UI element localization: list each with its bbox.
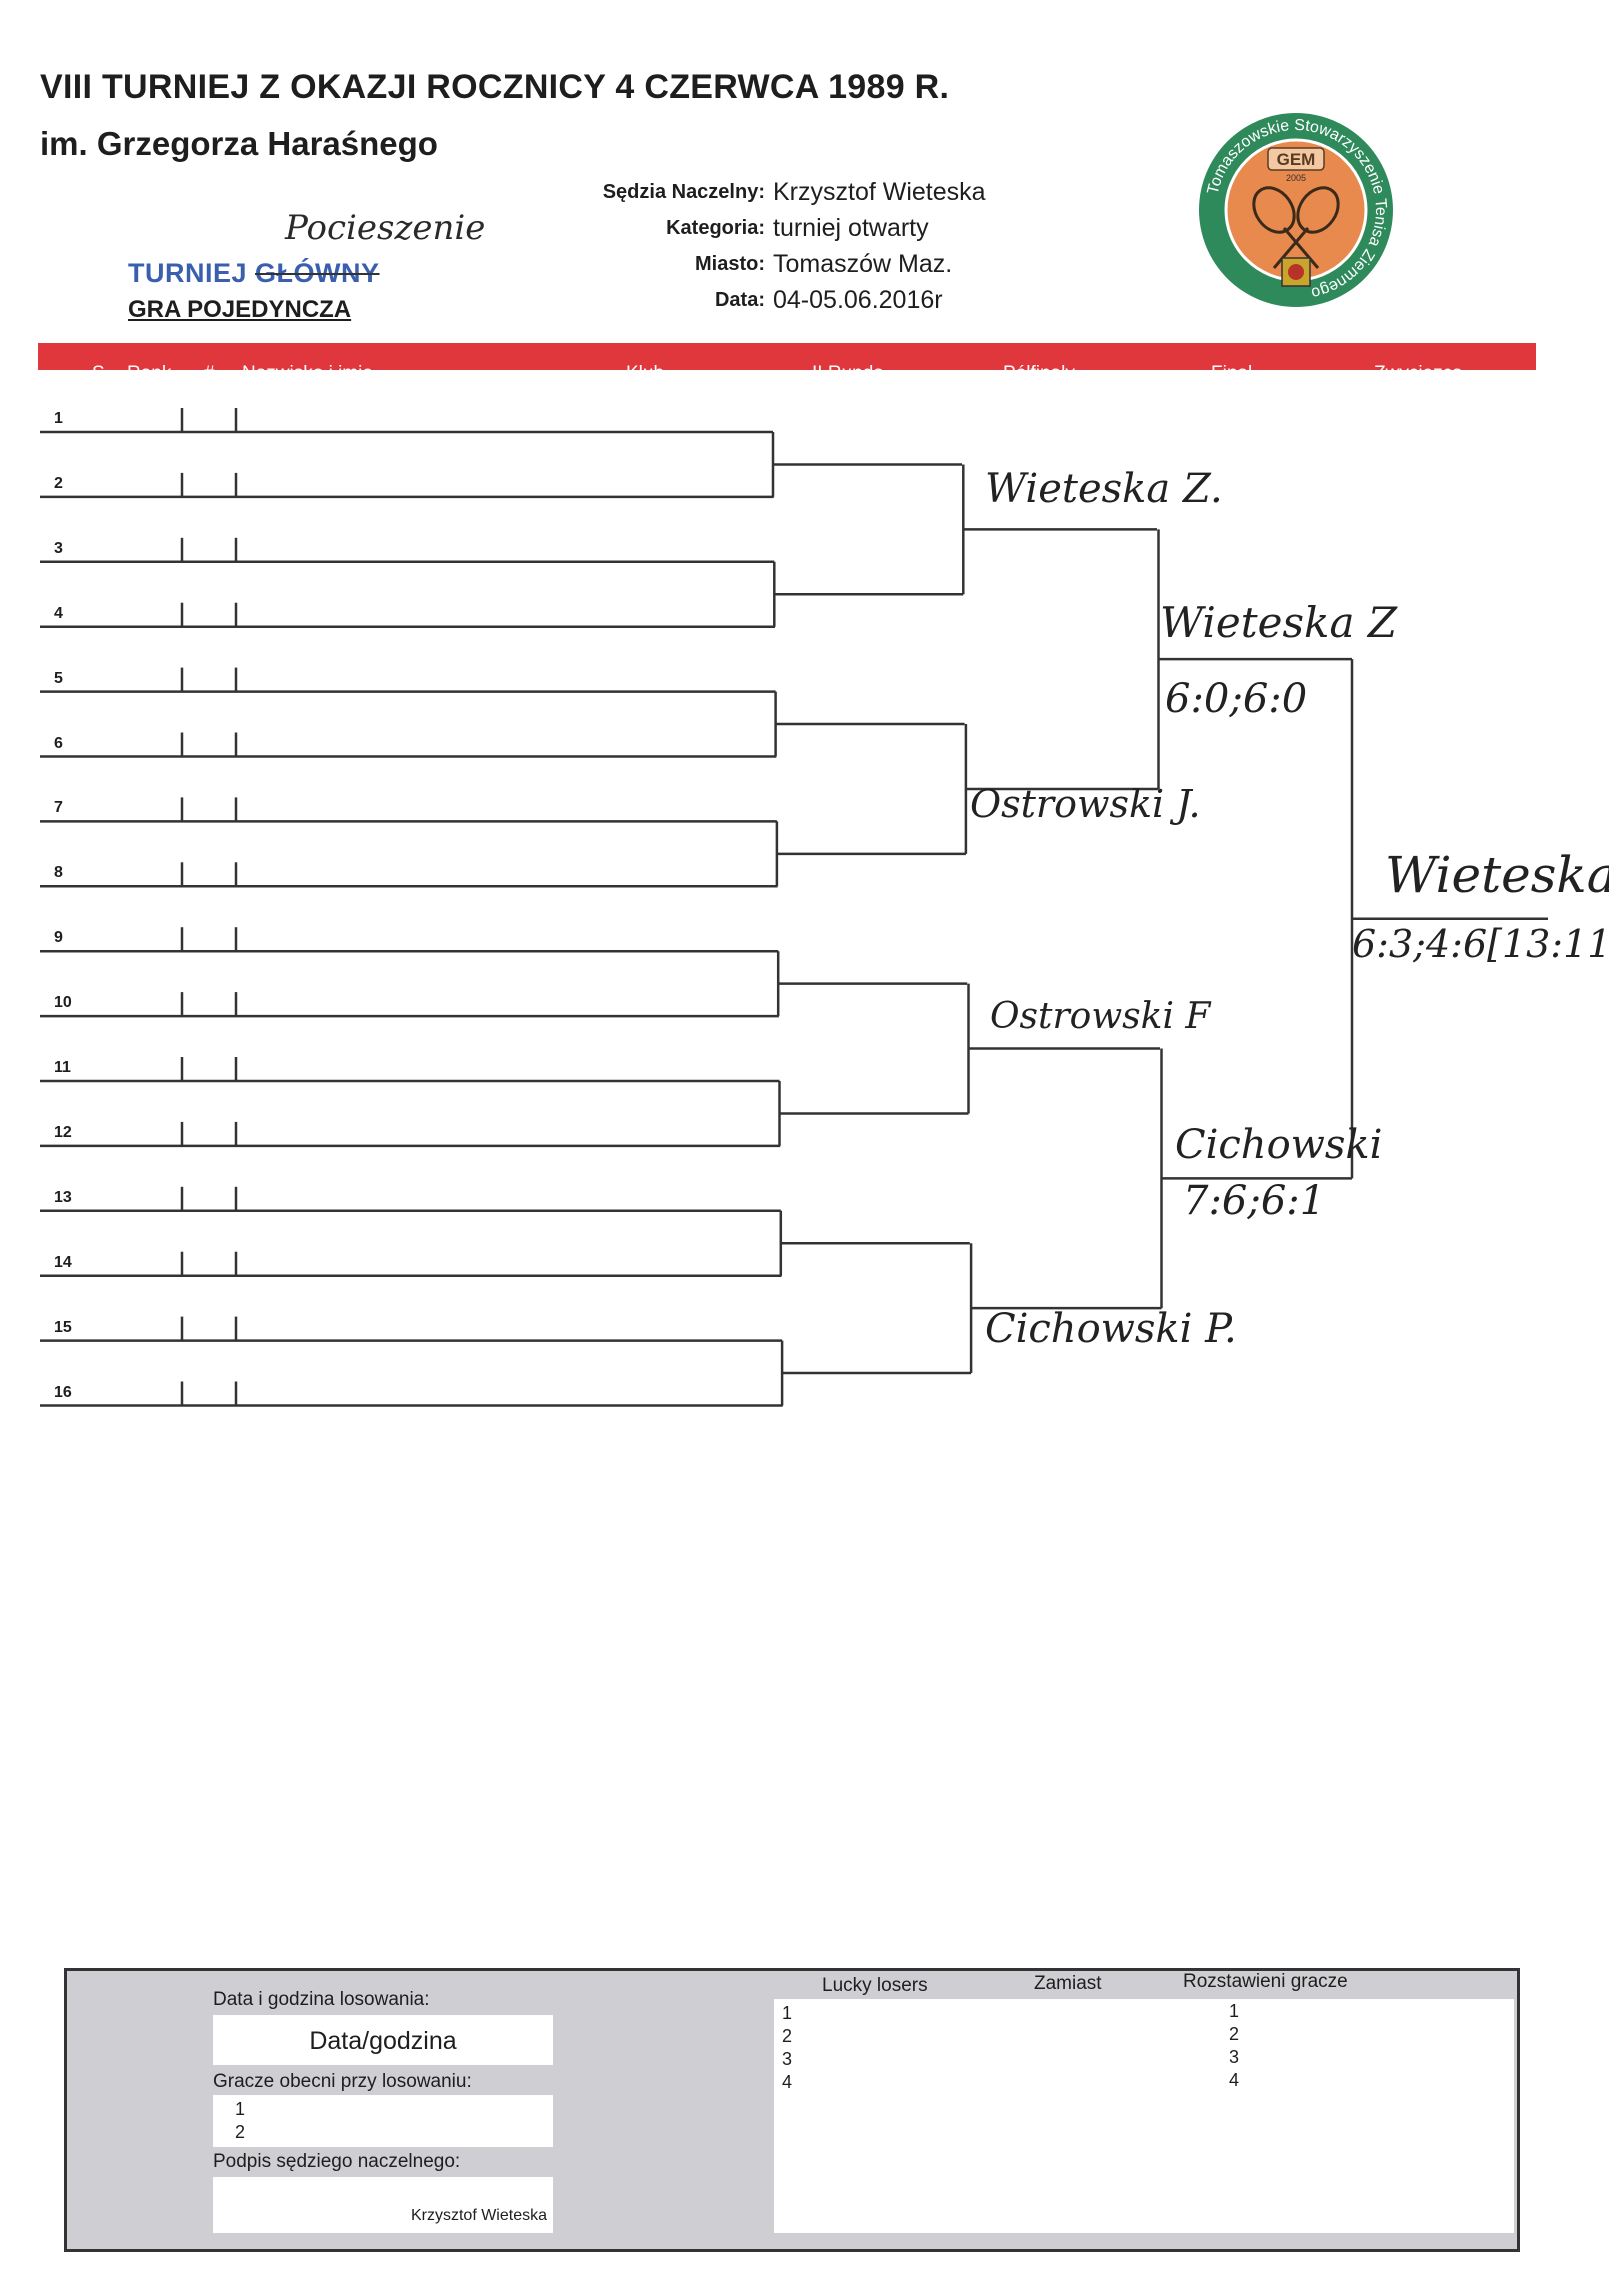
players-present-box[interactable]: 1 2 xyxy=(213,2095,553,2147)
col-round2: II Runda xyxy=(812,363,884,384)
info-label: Miasto: xyxy=(695,253,765,275)
club-logo: Tomaszowskie Stowarzyszenie Tenisa Ziemn… xyxy=(1199,113,1393,307)
draw-time-label: Data i godzina losowania: xyxy=(213,1989,430,2010)
col-s: S xyxy=(92,363,105,384)
row-number: 16 xyxy=(54,1383,72,1401)
logo-year: 2005 xyxy=(1286,173,1306,183)
info-label: Kategoria: xyxy=(666,217,765,239)
col-semis: Półfinały xyxy=(1003,363,1075,384)
row-number: 3 xyxy=(54,539,63,557)
col-final: Finał xyxy=(1211,363,1253,384)
row-number: 13 xyxy=(54,1188,72,1206)
round2-winner-1: Wieteska Z. xyxy=(985,466,1223,512)
draw-time-value: Data/godzina xyxy=(309,2027,457,2055)
tournament-subtitle: im. Grzegorza Haraśnego xyxy=(40,125,438,162)
row-number: 11 xyxy=(54,1059,71,1076)
lucky-loser-4: 4 xyxy=(782,2072,793,2092)
col-winner: Zwycięzca xyxy=(1374,363,1463,384)
lucky-losers-box[interactable]: 1 2 3 4 1 2 3 4 xyxy=(774,1999,1514,2233)
col-hash: # xyxy=(204,363,215,384)
row-number: 8 xyxy=(54,864,63,882)
handwritten-note: Pocieszenie xyxy=(285,208,486,248)
row-number: 5 xyxy=(54,669,63,687)
row-number: 15 xyxy=(54,1318,72,1336)
player-present-1: 1 xyxy=(235,2099,246,2119)
info-value: turniej otwarty xyxy=(773,214,929,242)
draw-name: TURNIEJ GŁÓWNY xyxy=(128,258,380,289)
col-club: Klub xyxy=(626,363,665,384)
col-name: Nazwisko i imię xyxy=(242,363,373,384)
info-referee: Sędzia Naczelny: Krzysztof Wieteska xyxy=(500,178,1060,207)
row-number: 4 xyxy=(54,604,63,622)
round2-winner-2: Ostrowski J. xyxy=(970,782,1201,826)
row-number: 10 xyxy=(54,994,72,1012)
row-number: 1 xyxy=(54,410,63,427)
semi-winner-1: Wieteska Z xyxy=(1160,598,1398,647)
tournament-title: VIII TURNIEJ Z OKAZJI ROCZNICY 4 CZERWCA… xyxy=(40,68,950,106)
final-score: 6:3;4:6[13:11] xyxy=(1352,922,1609,966)
seeded-player-4: 4 xyxy=(1229,2070,1240,2090)
row-number: 6 xyxy=(54,734,63,752)
info-value: Krzysztof Wieteska xyxy=(773,178,986,206)
info-value: Tomaszów Maz. xyxy=(773,250,953,278)
row-number: 14 xyxy=(54,1253,72,1271)
lucky-loser-3: 3 xyxy=(782,2049,793,2069)
row-number: 2 xyxy=(54,474,63,492)
info-value: 04-05.06.2016r xyxy=(773,286,943,314)
player-present-2: 2 xyxy=(235,2122,246,2142)
draw-name-crossed: GŁÓWNY xyxy=(255,258,380,288)
semi-winner-2: Cichowski xyxy=(1175,1122,1383,1168)
info-category: Kategoria: turniej otwarty xyxy=(500,214,1060,243)
row-number: 9 xyxy=(54,929,63,947)
draw-name-main: TURNIEJ xyxy=(128,258,248,288)
lucky-loser-2: 2 xyxy=(782,2026,793,2046)
semi-score-2: 7:6;6:1 xyxy=(1183,1178,1326,1224)
tournament-winner: Wieteska xyxy=(1385,846,1609,904)
info-label: Sędzia Naczelny: xyxy=(602,181,765,203)
semi-score-1: 6:0;6:0 xyxy=(1165,676,1308,722)
signature-value: Krzysztof Wieteska xyxy=(410,2207,547,2224)
info-label: Data: xyxy=(714,289,765,311)
seeded-player-1: 1 xyxy=(1229,2001,1240,2021)
logo-abbr: GEM xyxy=(1277,150,1316,169)
row-number: 12 xyxy=(54,1123,72,1141)
signature-label: Podpis sędziego naczelnego: xyxy=(213,2151,461,2172)
info-city: Miasto: Tomaszów Maz. xyxy=(500,250,1060,279)
info-date: Data: 04-05.06.2016r xyxy=(500,286,1060,315)
seeded-label: Rozstawieni gracze xyxy=(1183,1971,1348,1992)
seeded-player-2: 2 xyxy=(1229,2024,1240,2044)
column-header-bar xyxy=(38,343,1536,370)
lucky-loser-1: 1 xyxy=(782,2003,793,2023)
players-present-label: Gracze obecni przy losowaniu: xyxy=(213,2071,472,2092)
crossed-rackets-icon xyxy=(1252,186,1340,269)
draw-type: GRA POJEDYNCZA xyxy=(128,296,352,323)
round2-winner-4: Cichowski P. xyxy=(985,1306,1237,1352)
draw-info-panel: Data i godzina losowania: Data/godzina G… xyxy=(64,1968,1520,2252)
round2-winner-3: Ostrowski F xyxy=(990,996,1211,1037)
instead-label: Zamiast xyxy=(1034,1973,1102,1994)
lucky-losers-label: Lucky losers xyxy=(822,1975,928,1996)
signature-box[interactable]: Krzysztof Wieteska xyxy=(213,2177,553,2233)
col-rank: Rank xyxy=(127,363,172,384)
row-number: 7 xyxy=(54,799,63,817)
draw-time-box[interactable]: Data/godzina xyxy=(213,2015,553,2065)
seeded-player-3: 3 xyxy=(1229,2047,1240,2067)
